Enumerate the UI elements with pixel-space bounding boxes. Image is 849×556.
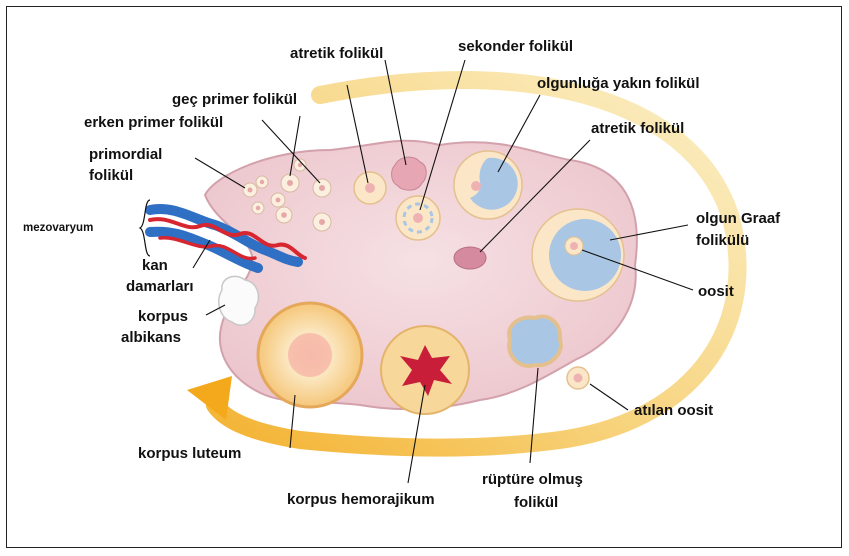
label-blood-vessels: kan — [142, 257, 168, 274]
label-primordial-follicle-line2: folikül — [89, 167, 133, 184]
label-blood-vessels-line2: damarları — [126, 278, 194, 295]
corpus-luteum — [258, 303, 362, 407]
label-early-primary-follicle: erken primer folikül — [84, 114, 223, 131]
label-ruptured-follicle: rüptüre olmuş — [482, 471, 583, 488]
label-oocyte: oosit — [698, 283, 734, 300]
nearly-mature-follicle — [454, 151, 522, 219]
label-graafian-follicle: olgun Graaf — [696, 210, 781, 227]
label-graafian-follicle-line2: folikülü — [696, 232, 749, 249]
late-primary-follicle — [354, 172, 386, 204]
corpus-albicans — [219, 276, 259, 325]
ovulated-oocyte — [567, 367, 589, 389]
label-nearly-mature-follicle: olgunluğa yakın folikül — [537, 75, 700, 92]
label-mesovarium: mezovaryum — [23, 222, 93, 234]
label-atretic-follicle-right: atretik folikül — [591, 120, 684, 137]
label-corpus-albicans-line2: albikans — [121, 329, 181, 346]
secondary-follicle — [396, 196, 440, 240]
atretic-follicle-top — [392, 157, 427, 190]
label-ovulated-oocyte: atılan oosit — [634, 402, 713, 419]
label-corpus-albicans: korpus — [138, 308, 188, 325]
label-late-primary-follicle: geç primer folikül — [172, 91, 297, 108]
label-primordial-follicle: primordial — [89, 146, 162, 163]
label-corpus-hemorrhagicum: korpus hemorajikum — [287, 491, 435, 508]
label-secondary-follicle: sekonder folikül — [458, 38, 573, 55]
graafian-follicle — [532, 209, 624, 301]
label-atretic-follicle-top: atretik folikül — [290, 45, 383, 62]
label-corpus-luteum: korpus luteum — [138, 445, 241, 462]
corpus-hemorrhagicum — [381, 326, 469, 414]
label-ruptured-follicle-line2: folikül — [514, 494, 558, 511]
ruptured-follicle — [509, 317, 561, 366]
